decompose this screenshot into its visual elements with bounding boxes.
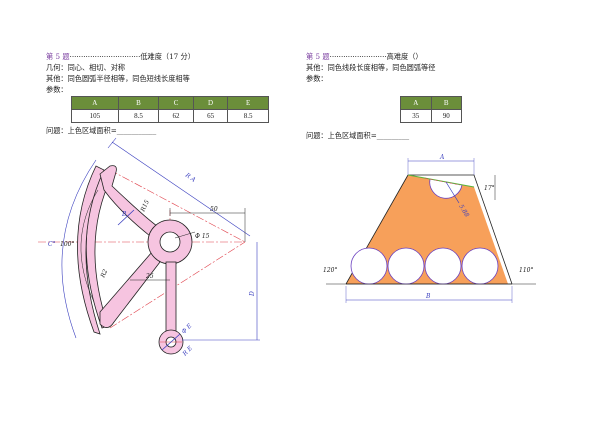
right-table-header-row: A B bbox=[400, 96, 462, 110]
left-dim-25: 25 bbox=[145, 273, 154, 280]
left-table-cell: 65 bbox=[192, 109, 229, 123]
left-params-table: A B C D E 105 8.5 62 65 8.5 bbox=[71, 96, 269, 123]
right-question: 问题：上色区域面积=_________ bbox=[306, 131, 410, 140]
right-difficulty: 高难度（） bbox=[386, 52, 423, 61]
left-table-cell: 105 bbox=[71, 109, 119, 123]
left-title: 第 5 题·······························低难度（… bbox=[46, 52, 195, 62]
left-table-cell: 8.5 bbox=[227, 109, 269, 123]
left-dim-r-e: R E bbox=[181, 344, 195, 358]
left-dim-r15: R15 bbox=[139, 199, 151, 214]
left-title-dots: ······························· bbox=[69, 52, 141, 61]
left-dim-d: D bbox=[249, 291, 256, 297]
left-drawing: R A 50 Φ 15 B R15 R2 25 C° 100° D Φ E R … bbox=[38, 137, 260, 358]
right-table-value-row: 35 90 bbox=[400, 109, 462, 123]
right-table-header: B bbox=[430, 96, 462, 110]
left-table-header: C bbox=[158, 96, 194, 110]
left-question: 问题：上色区域面积=___________ bbox=[46, 126, 157, 135]
right-table-cell: 35 bbox=[400, 109, 432, 123]
left-title-number: 第 5 题 bbox=[46, 52, 70, 61]
left-dim-c: C° bbox=[48, 241, 56, 248]
left-params-label: 参数： bbox=[46, 85, 68, 94]
left-dim-phi-e: Φ E bbox=[180, 322, 193, 335]
right-title-number: 第 5 题 bbox=[306, 52, 330, 61]
right-dim-angle17: 17° bbox=[484, 185, 495, 192]
left-dim-phi15: Φ 15 bbox=[195, 233, 210, 240]
right-other-line: 其他：同色线段长度相等，同色圆弧等径 bbox=[306, 63, 436, 72]
right-title: 第 5 题·························高难度（） bbox=[306, 52, 423, 62]
left-table-value-row: 105 8.5 62 65 8.5 bbox=[71, 109, 269, 123]
left-geometry-line: 几何：同心、相切、对称 bbox=[46, 63, 126, 72]
right-params-table: A B 35 90 bbox=[400, 96, 462, 123]
left-table-cell: 8.5 bbox=[117, 109, 160, 123]
left-table-cell: 62 bbox=[158, 109, 194, 123]
left-dim-b: B bbox=[121, 211, 127, 218]
right-table-cell: 90 bbox=[430, 109, 462, 123]
left-dim-r2: R2 bbox=[99, 268, 109, 280]
left-table-header: D bbox=[192, 96, 229, 110]
right-params-label: 参数： bbox=[306, 74, 328, 83]
right-dim-angle110: 110° bbox=[519, 267, 533, 274]
left-table-header: B bbox=[117, 96, 160, 110]
left-other-line: 其他：同色圆弧半径相等，同色短线长度相等 bbox=[46, 74, 190, 83]
left-difficulty: 低难度（17 分） bbox=[140, 52, 195, 61]
right-dim-angle120: 120° bbox=[323, 267, 337, 274]
right-title-dots: ························· bbox=[329, 52, 387, 61]
left-dim-ra: R A bbox=[183, 171, 197, 184]
right-dim-a: A bbox=[439, 154, 445, 161]
left-dim-angle100: 100° bbox=[60, 241, 74, 248]
right-drawing: A B 17° 120° 110° 5.88 bbox=[323, 154, 536, 303]
left-dim-50: 50 bbox=[210, 206, 218, 213]
right-dim-b: B bbox=[425, 293, 431, 300]
